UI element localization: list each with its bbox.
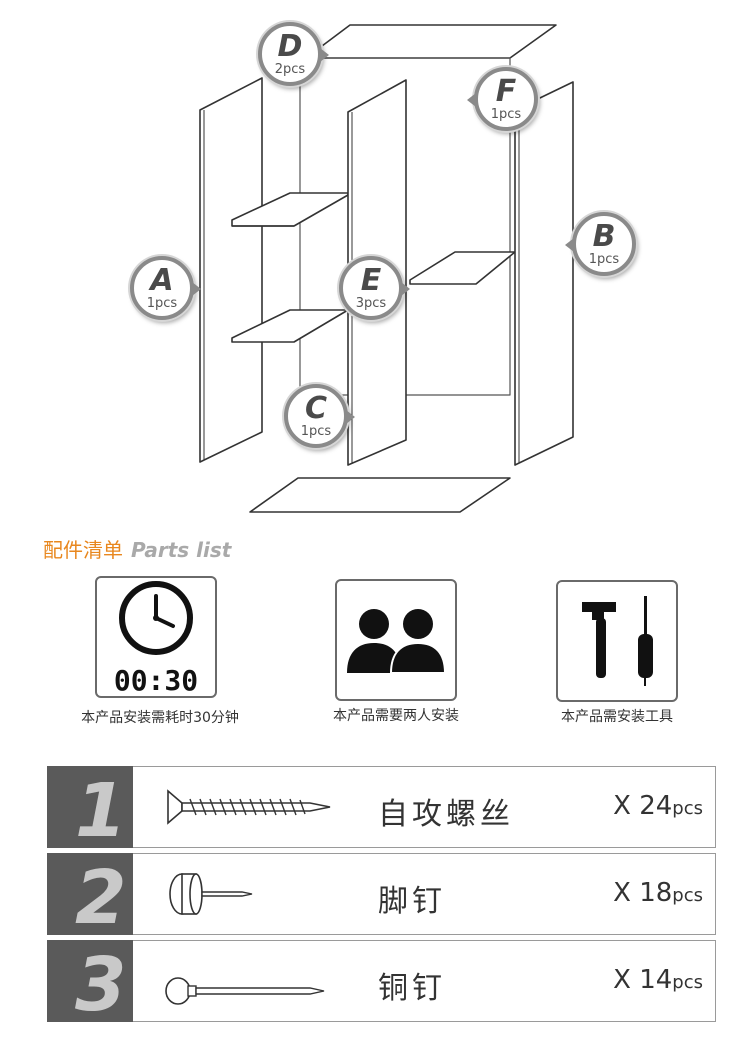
shelf-left-lower [231, 309, 349, 343]
hardware-count-value: X 18 [613, 878, 673, 908]
hardware-name: 铜钉 [378, 971, 446, 1006]
badge-letter: B [592, 219, 616, 254]
shelf-right [409, 251, 516, 285]
row-number-block: 3 [47, 940, 133, 1022]
hardware-count: X 24pcs [613, 791, 703, 821]
info-people-caption: 本产品需要两人安装 [333, 708, 459, 724]
badge-qty: 1pcs [300, 424, 332, 439]
two-people-icon [347, 609, 447, 674]
panel-right [514, 81, 574, 466]
panel-bottom [249, 477, 511, 513]
badge-part-e: E 3pcs [339, 256, 410, 320]
badge-letter: E [360, 263, 382, 298]
hardware-row-3: 3 铜钉 X 14pcs [47, 940, 716, 1022]
section-title: 配件清单 Parts list [43, 537, 231, 563]
panel-left [199, 77, 263, 463]
badge-letter: D [277, 29, 303, 64]
section-title-en: Parts list [131, 538, 232, 562]
clock-time-text: 00:30 [114, 664, 198, 696]
hardware-count-value: X 24 [613, 791, 673, 821]
clock-icon: 00:30 [114, 581, 198, 697]
info-tools-caption: 本产品需安装工具 [561, 709, 673, 725]
info-time-box: 00:30 [95, 576, 217, 698]
hardware-count-unit: pcs [672, 798, 703, 819]
badge-qty: 3pcs [355, 296, 387, 311]
section-title-zh: 配件清单 [43, 538, 123, 562]
hammer-screwdriver-icon [582, 596, 653, 686]
copper-nail-icon [165, 977, 325, 1005]
row-number-block: 2 [47, 853, 133, 935]
hardware-count-unit: pcs [672, 885, 703, 906]
badge-qty: 1pcs [490, 107, 522, 122]
badge-qty: 1pcs [146, 296, 178, 311]
hardware-row-1: 1 自攻螺丝 X 24pcs [47, 766, 716, 848]
panel-back [299, 57, 511, 396]
hardware-name: 脚钉 [378, 884, 446, 919]
badge-part-d: D 2pcs [258, 22, 329, 86]
badge-part-f: F 1pcs [467, 67, 538, 131]
row-number-block: 1 [47, 766, 133, 848]
row-number: 3 [75, 942, 127, 1028]
screw-icon [167, 789, 331, 825]
row-number: 2 [75, 855, 127, 941]
foot-nail-icon [169, 873, 253, 915]
hardware-count: X 14pcs [613, 965, 703, 995]
badge-letter: A [150, 263, 174, 298]
hardware-count-value: X 14 [613, 965, 673, 995]
badge-qty: 1pcs [588, 252, 620, 267]
hardware-row-2: 2 脚钉 X 18pcs [47, 853, 716, 935]
hardware-count: X 18pcs [613, 878, 703, 908]
row-number: 1 [75, 768, 127, 854]
badge-qty: 2pcs [274, 62, 306, 77]
panel-top [305, 24, 557, 59]
info-people-box [335, 579, 457, 701]
info-time-caption: 本产品安装需耗时30分钟 [81, 710, 239, 726]
hardware-count-unit: pcs [672, 972, 703, 993]
badge-letter: F [495, 74, 517, 109]
info-tools-box [556, 580, 678, 702]
badge-letter: C [304, 391, 328, 426]
badge-part-b: B 1pcs [565, 212, 636, 276]
badge-part-c: C 1pcs [284, 384, 355, 448]
hardware-name: 自攻螺丝 [378, 797, 514, 832]
badge-part-a: A 1pcs [130, 256, 201, 320]
